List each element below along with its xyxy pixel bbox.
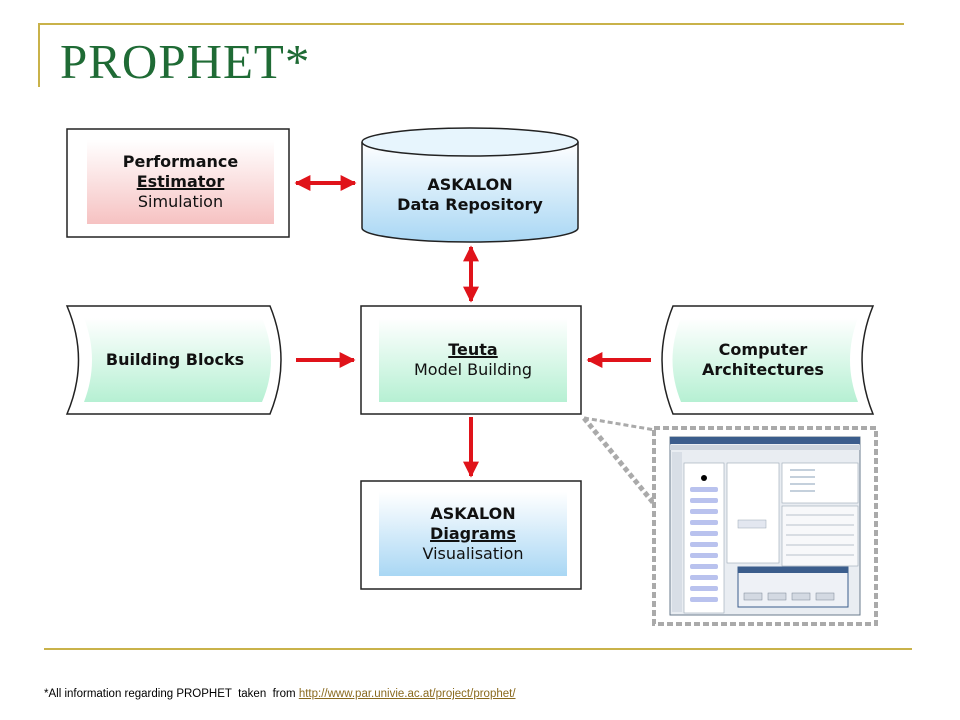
teuta-screenshot-thumbnail — [669, 436, 861, 616]
top-rule — [38, 23, 904, 25]
building-blocks-shape — [65, 305, 282, 415]
diagrams-line3: Visualisation — [422, 544, 524, 563]
building-blocks-text: Building Blocks — [105, 350, 245, 369]
performance-line3: Simulation — [137, 192, 224, 211]
teuta-line2: Model Building — [413, 360, 533, 379]
computer-architectures-shape — [661, 305, 875, 415]
footnote: *All information regarding PROPHET taken… — [44, 688, 516, 700]
diagrams-line1: ASKALON — [430, 504, 516, 523]
teuta-box — [360, 305, 582, 415]
teuta-label: Teuta Model Building — [379, 318, 567, 402]
performance-line2: Estimator — [136, 172, 225, 191]
diagrams-label: ASKALON Diagrams Visualisation — [379, 492, 567, 576]
bottom-rule — [44, 648, 912, 650]
footnote-link[interactable]: http://www.par.univie.ac.at/project/prop… — [298, 688, 516, 700]
performance-estimator-box — [66, 128, 290, 238]
teuta-line1: Teuta — [448, 340, 498, 359]
computer-architectures-label: Computer Architectures — [680, 318, 846, 402]
diagrams-box — [360, 480, 582, 590]
building-blocks-label: Building Blocks — [90, 318, 260, 402]
left-rule — [38, 23, 40, 87]
repository-line2: Data Repository — [397, 195, 543, 214]
repository-label: ASKALON Data Repository — [362, 160, 578, 230]
computer-arch-line2: Architectures — [702, 360, 824, 379]
page-title: PROPHET* — [60, 34, 311, 89]
repository-line1: ASKALON — [427, 175, 513, 194]
footnote-text: *All information regarding PROPHET taken… — [44, 688, 299, 700]
data-repository-cylinder — [361, 127, 579, 243]
computer-arch-line1: Computer — [718, 340, 808, 359]
diagrams-line2: Diagrams — [430, 524, 516, 543]
performance-estimator-label: Performance Estimator Simulation — [87, 140, 274, 224]
performance-line1: Performance — [122, 152, 239, 171]
